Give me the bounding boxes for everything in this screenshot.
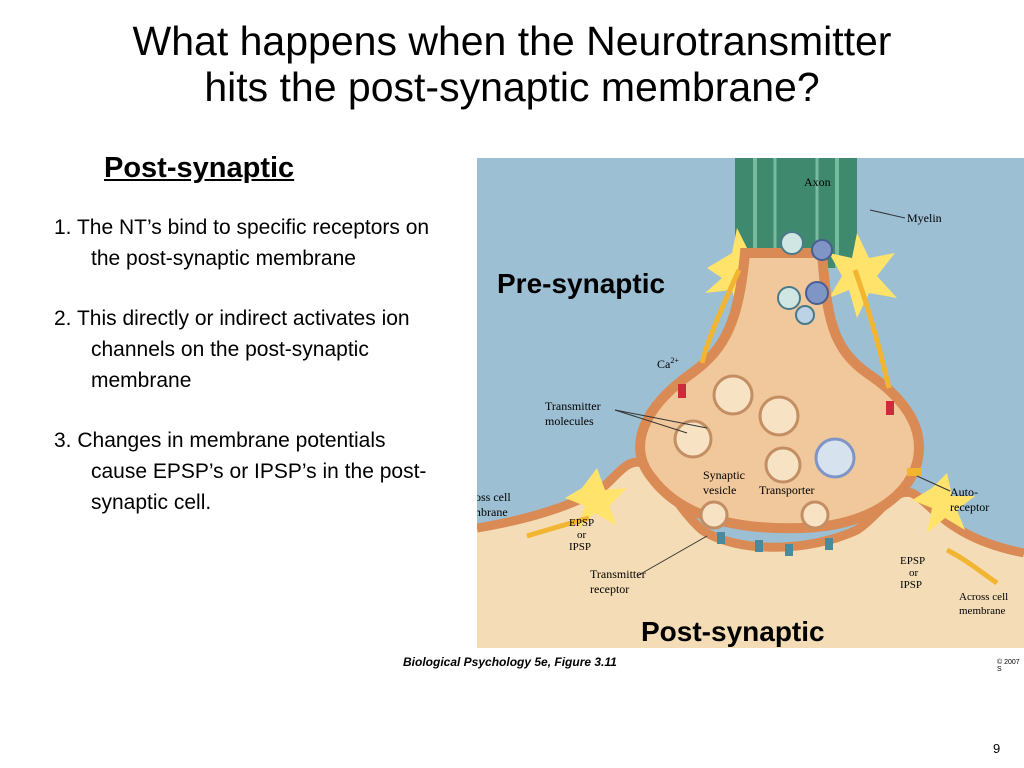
- list-item: 3. Changes in membrane potentials cause …: [54, 429, 427, 514]
- label-autoreceptor: Auto-receptor: [950, 485, 989, 514]
- list-item: 2. This directly or indirect activates i…: [54, 307, 410, 392]
- receptor: [678, 384, 686, 398]
- label-axon: Axon: [804, 175, 831, 189]
- list-item: 1. The NT’s bind to specific receptors o…: [54, 216, 430, 270]
- flash-right: [829, 233, 897, 318]
- flash-lower-left: [565, 468, 627, 530]
- title-line-2: hits the post-synaptic membrane?: [204, 64, 820, 110]
- vesicle: [780, 231, 804, 255]
- flash-lower-right: [912, 473, 975, 533]
- label-myelin: Myelin: [907, 211, 942, 225]
- label-ca: Ca2+: [657, 356, 679, 371]
- arrow-left: [699, 268, 742, 364]
- bullet-list: 1. The NT’s bind to specific receptors o…: [54, 212, 446, 547]
- figure-caption: Biological Psychology 5e, Figure 3.11: [403, 655, 617, 669]
- slide-title: What happens when the Neurotransmitter h…: [0, 18, 1024, 110]
- postsynaptic-overlay-label: Post-synaptic: [641, 616, 825, 647]
- copyright-notice: © 2007 S: [997, 659, 1020, 673]
- presynaptic-overlay-label: Pre-synaptic: [497, 268, 666, 299]
- title-line-1: What happens when the Neurotransmitter: [132, 18, 892, 64]
- label-transporter: Transporter: [759, 483, 815, 497]
- arrow-right: [852, 269, 892, 389]
- page-number: 9: [993, 741, 1001, 756]
- section-heading: Post-synaptic: [104, 152, 295, 184]
